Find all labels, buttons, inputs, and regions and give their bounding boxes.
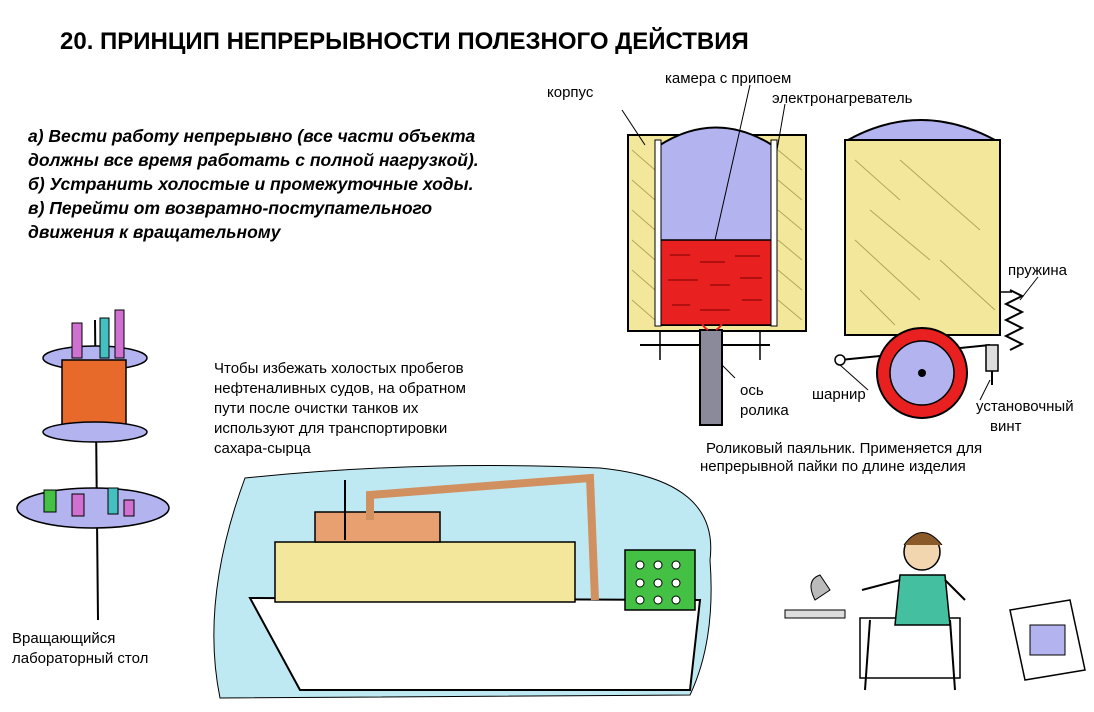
label-hinge: шарнир [812, 386, 866, 403]
tanker-caption-1: Чтобы избежать холостых пробегов [214, 360, 464, 377]
principle-line: б) Устранить холостые и промежуточные хо… [28, 174, 474, 194]
loading-pipe [366, 473, 599, 601]
molten-solder [659, 239, 773, 326]
tanker-caption-2: нефтеналивных судов, на обратном [214, 380, 466, 397]
soldering-caption-1: Роликовый паяльник. Применяется для [706, 440, 983, 457]
principle-line: в) Перейти от возвратно-поступательного [28, 198, 433, 218]
label-screw-2: винт [990, 418, 1022, 435]
soldering-iron-side [834, 119, 1039, 419]
tanker-caption-5: сахара-сырца [214, 440, 311, 457]
label-heater: электронагреватель [772, 90, 913, 107]
lab-table-caption-1: Вращающийся [12, 630, 116, 647]
rotating-lab-table [16, 309, 170, 621]
principles-list: а) Вести работу непрерывно (все части об… [28, 124, 479, 244]
label-spring: пружина [1008, 262, 1068, 279]
ship-hull [248, 596, 702, 691]
tanker-caption-4: используют для транспортировки [214, 420, 448, 437]
roller-side [699, 329, 723, 426]
lab-table-caption-2: лабораторный стол [12, 650, 149, 667]
tanker-caption-3: пути после очистки танков их [214, 400, 419, 417]
adjusting-screw [985, 344, 999, 372]
label-roller-axis-2: ролика [740, 402, 789, 419]
man-ironing-scene [784, 532, 1086, 691]
tanker-ship [213, 465, 712, 699]
label-solder-chamber: камера с припоем [665, 70, 792, 87]
principle-line: должны все время работать с полной нагру… [28, 150, 479, 170]
spring [1003, 289, 1025, 351]
soldering-caption-2: непрерывной пайки по длине изделия [700, 458, 966, 475]
hinge [834, 354, 846, 366]
cargo-deck [274, 541, 576, 603]
side-body [844, 139, 1001, 336]
label-body: корпус [547, 84, 594, 101]
label-roller-axis-1: ось [740, 382, 764, 399]
page-title: 20. ПРИНЦИП НЕПРЕРЫВНОСТИ ПОЛЕЗНОГО ДЕЙС… [60, 28, 749, 55]
soldering-iron-section [621, 84, 807, 426]
principle-line: движения к вращательному [28, 222, 281, 242]
principle-line: а) Вести работу непрерывно (все части об… [28, 126, 476, 146]
label-screw-1: установочный [976, 398, 1074, 415]
